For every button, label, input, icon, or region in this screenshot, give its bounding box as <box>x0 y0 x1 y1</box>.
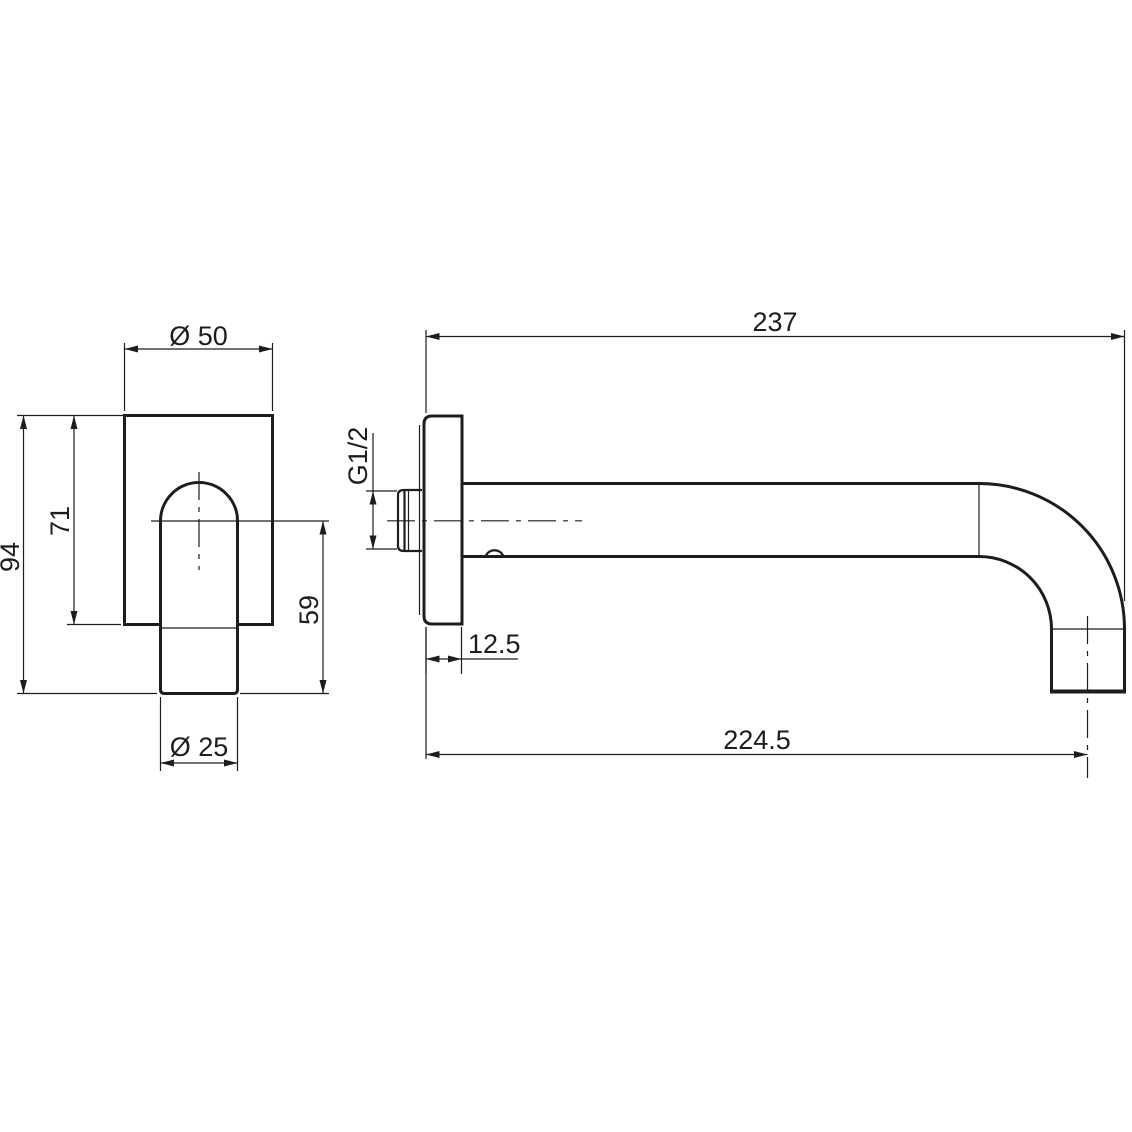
arrowhead-bottom <box>70 611 78 625</box>
arrowhead-top <box>319 521 327 535</box>
dimension-label: 12.5 <box>468 629 521 659</box>
dimension-label: Ø 50 <box>169 321 228 351</box>
arrowhead-top <box>369 491 377 505</box>
dim-thread-g12: G1/2 <box>343 427 397 550</box>
arrowhead-bottom <box>319 680 327 694</box>
arrowhead-left <box>426 655 440 663</box>
dimension-label: 94 <box>0 542 25 572</box>
dimension-label: Ø 25 <box>170 732 229 762</box>
dim-height-94: 94 <box>0 414 157 695</box>
dim-depth-12-5: 12.5 <box>425 627 521 674</box>
dim-height-71: 71 <box>45 415 121 626</box>
wall-flange-side <box>422 414 464 626</box>
arrowhead-right <box>1111 333 1125 340</box>
spout-front <box>159 481 239 695</box>
dimension-label: G1/2 <box>343 427 373 486</box>
dimension-label: 71 <box>45 506 75 536</box>
arrowhead-left <box>160 759 174 767</box>
bend-inner <box>978 555 1053 690</box>
arrowhead-left <box>426 333 440 340</box>
dimension-label: 237 <box>752 307 797 337</box>
front-view <box>123 414 329 695</box>
dim-offset-59: 59 <box>240 521 329 695</box>
dimension-label: 59 <box>294 595 324 625</box>
set-screw-bump <box>484 549 505 557</box>
dim-length-237: 237 <box>425 307 1126 601</box>
arrowhead-right <box>259 345 273 353</box>
arrowhead-right <box>1074 751 1088 758</box>
dim-diameter-50: Ø 50 <box>123 321 274 411</box>
dimension-label: 224.5 <box>723 725 791 755</box>
dim-length-224-5: 224.5 <box>425 627 1088 759</box>
bend-outer <box>978 482 1126 690</box>
side-view <box>387 414 1126 778</box>
arrowhead-top <box>70 415 78 429</box>
arrowhead-left <box>124 345 138 353</box>
dim-diameter-25: Ø 25 <box>159 697 239 771</box>
arrowhead-left <box>426 751 440 758</box>
arrowhead-bottom <box>20 680 27 694</box>
arrowhead-bottom <box>369 535 377 549</box>
arrowhead-right <box>448 655 462 663</box>
arrowhead-top <box>20 415 27 429</box>
arrowhead-right <box>224 759 238 767</box>
